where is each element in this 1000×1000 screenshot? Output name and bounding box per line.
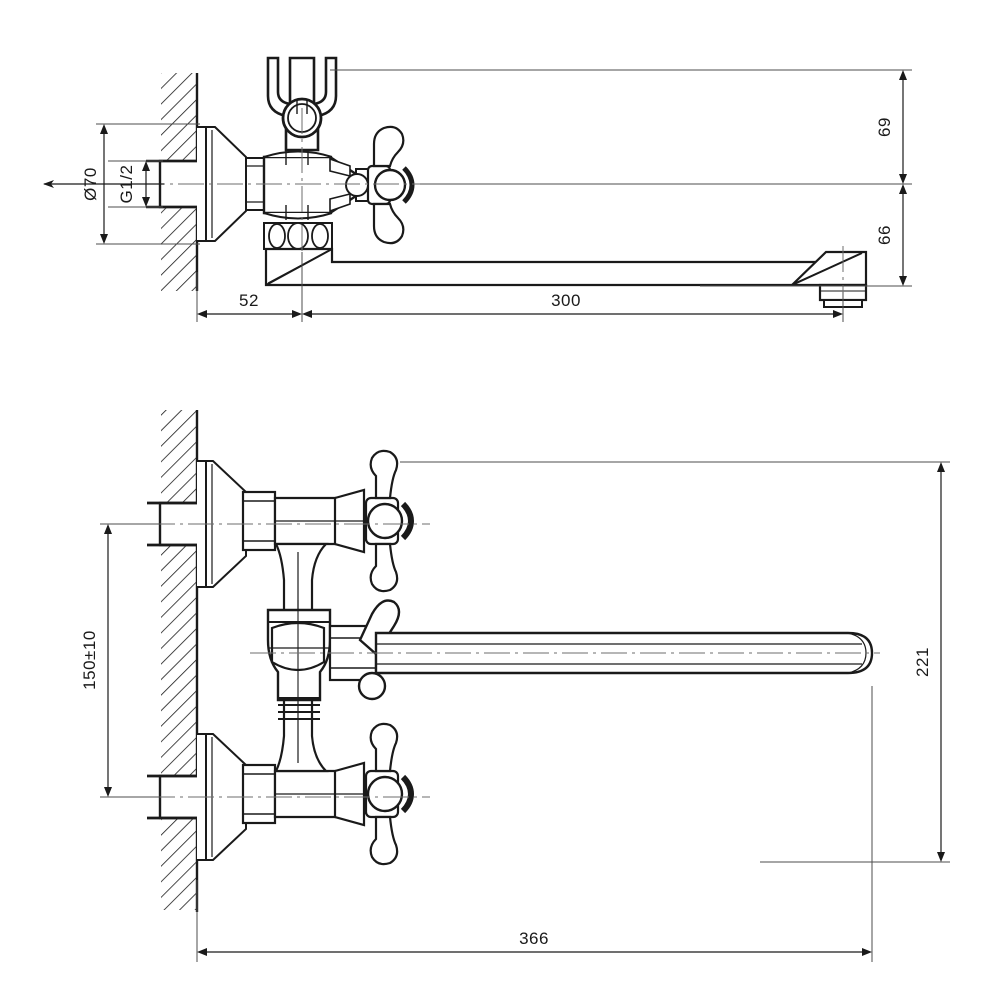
side-view-dimensions: Ø70 G1/2 <box>43 69 912 322</box>
dim-height-66: 66 <box>875 184 907 286</box>
dim-label-height-221: 221 <box>913 647 932 677</box>
spout-collar-side <box>263 222 333 250</box>
valve-arm-lower <box>273 761 379 827</box>
dim-height-221: 221 <box>913 462 945 862</box>
dim-centres-150: 150±10 <box>80 524 112 797</box>
centre-lines-front <box>110 523 880 798</box>
valve-arm-upper <box>273 488 379 554</box>
connector-nut-upper <box>241 490 277 552</box>
dim-label-width-366: 366 <box>519 929 549 948</box>
spout-aerator-side <box>789 250 868 308</box>
shower-holder-side <box>266 56 338 152</box>
dim-label-height-66: 66 <box>875 225 894 245</box>
wall-section-front <box>161 410 199 912</box>
cross-handle-side <box>345 125 415 245</box>
dim-label-depth-52: 52 <box>239 291 259 310</box>
dim-label-thread-g12: G1/2 <box>117 165 136 204</box>
cross-handle-upper <box>364 449 415 593</box>
dim-label-reach-300: 300 <box>551 291 581 310</box>
dim-diameter-70: Ø70 <box>43 124 164 244</box>
riser-lower <box>274 688 329 773</box>
front-view-dimensions: 150±10 221 <box>80 461 950 962</box>
dim-width-366: 366 <box>197 929 872 956</box>
dim-depth-52: 52 <box>197 291 302 318</box>
dim-label-centres-150: 150±10 <box>80 630 99 690</box>
dim-height-69: 69 <box>875 70 907 184</box>
dim-thread-g12: G1/2 <box>117 161 150 207</box>
spout-side <box>264 247 828 287</box>
dim-label-diameter-70: Ø70 <box>81 167 100 201</box>
mixer-body-front <box>266 600 332 720</box>
cross-handle-lower <box>364 722 415 866</box>
diverter-front <box>328 599 401 701</box>
side-view-group <box>100 56 900 320</box>
connector-nut-lower <box>241 763 277 825</box>
valve-body-side <box>262 150 358 220</box>
dim-reach-300: 300 <box>302 291 843 318</box>
front-view-group <box>110 410 880 912</box>
dim-label-height-69: 69 <box>875 117 894 137</box>
